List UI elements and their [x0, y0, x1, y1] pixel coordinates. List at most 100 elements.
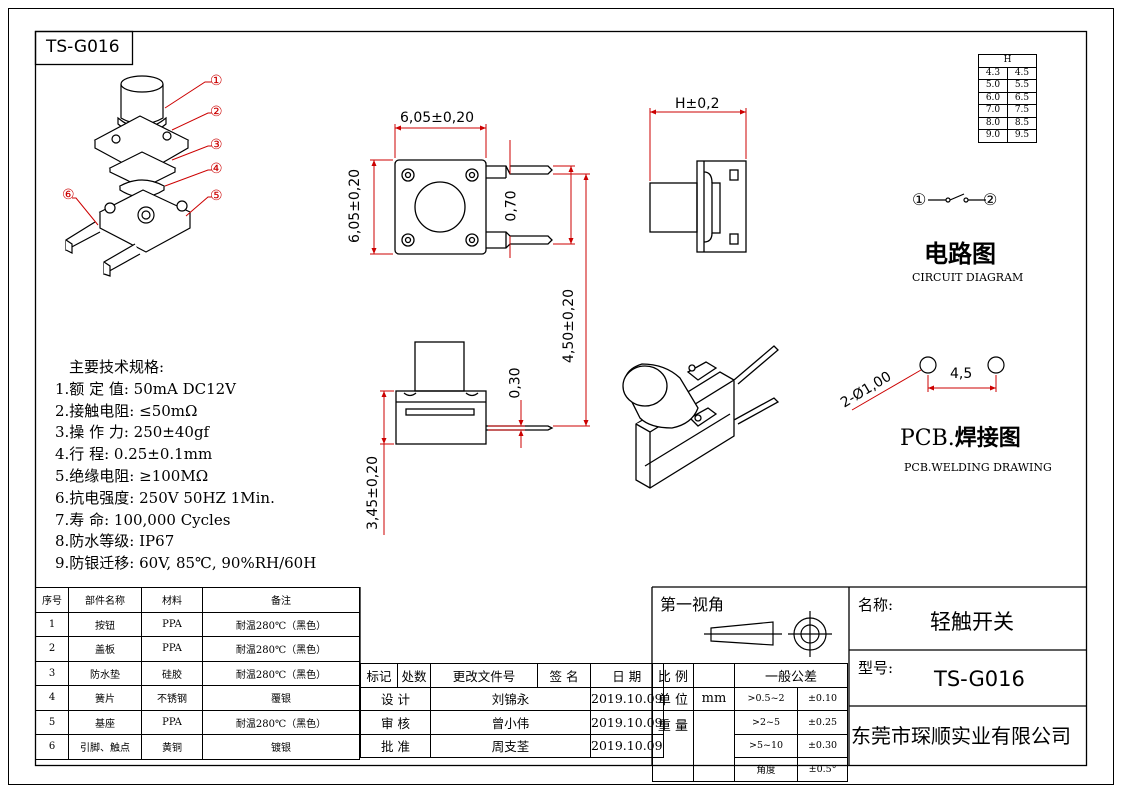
weight-value — [693, 710, 735, 782]
parts-cell: 1 — [35, 611, 69, 637]
rev-person: 周支荃 — [430, 733, 591, 758]
product-model-label: 型号: — [858, 659, 894, 677]
spec-list: 主要技术规格: 1.额 定 值: 50mA DC12V 2.接触电阻: ≤50m… — [55, 357, 316, 575]
parts-cell: 硅胶 — [141, 660, 203, 686]
isometric-view — [622, 345, 780, 489]
h-cell: 5.0 — [978, 79, 1008, 93]
dim-side-h: H±0,2 — [675, 96, 720, 112]
tol-value: ±0.30 — [797, 733, 848, 758]
circuit-pin-1: ① — [912, 190, 927, 209]
parts-cell: 耐温280℃（黑色） — [202, 709, 360, 735]
spec-title: 主要技术规格: — [69, 358, 165, 376]
unit-label: 单 位 — [652, 686, 694, 711]
rev-role: 审 核 — [360, 710, 431, 735]
circuit-title: 电路图 — [924, 239, 996, 268]
tolerance-table: 比 例 一般公差 单 位 mm >0.5~2 ±0.10 重 量 >2~5 ±0… — [652, 663, 848, 782]
spec-item: 2.接触电阻: ≤50mΩ — [55, 401, 198, 420]
general-tol-label: 一般公差 — [734, 663, 848, 688]
model-tag-box — [34, 30, 134, 66]
front-view — [395, 341, 554, 445]
rev-person: 曾小伟 — [430, 710, 591, 735]
h-cell: 4.5 — [1007, 66, 1037, 80]
dim-pin-length: 4,50±0,20 — [561, 288, 578, 364]
pcb-title: PCB.焊接图 — [900, 420, 1021, 452]
parts-cell: 按钮 — [68, 611, 142, 637]
h-cell: 8.0 — [978, 116, 1008, 130]
parts-header: 序号 — [35, 587, 69, 613]
parts-cell: 盖板 — [68, 636, 142, 662]
callout-3: ③ — [210, 137, 223, 153]
spec-item: 3.操 作 力: 250±40gf — [55, 423, 210, 442]
rev-date: 2019.10.09 — [590, 733, 664, 758]
parts-cell: 5 — [35, 709, 69, 735]
inner-frame — [34, 30, 1088, 767]
front-view-dims — [380, 390, 525, 535]
callout-2: ② — [210, 104, 223, 120]
rev-header: 签 名 — [537, 663, 591, 688]
parts-cell: 簧片 — [68, 685, 142, 711]
parts-cell: 3 — [35, 660, 69, 686]
scale-label: 比 例 — [652, 663, 694, 688]
product-model: TS-G016 — [934, 667, 1025, 691]
tol-range: >0.5~2 — [733, 686, 799, 711]
company-name: 东莞市琛顺实业有限公司 — [851, 724, 1071, 748]
parts-cell: PPA — [141, 709, 203, 735]
rev-person: 刘锦永 — [430, 686, 591, 711]
rev-header: 更改文件号 — [430, 663, 538, 688]
parts-cell: 黄铜 — [141, 734, 203, 760]
first-angle-symbol — [704, 611, 832, 657]
dim-width-top: 6,05±0,20 — [400, 110, 475, 126]
h-cell: 4.3 — [978, 66, 1008, 80]
spec-item: 4.行 程: 0.25±0.1mm — [55, 445, 213, 464]
circuit-diagram — [928, 193, 986, 203]
side-view-dims — [649, 108, 747, 181]
tol-range: >5~10 — [733, 733, 799, 758]
parts-cell: 防水垫 — [68, 660, 142, 686]
weight-label: 重 量 — [652, 710, 694, 782]
parts-cell: PPA — [141, 611, 203, 637]
rev-header: 标记 — [360, 663, 398, 688]
pcb-drawing — [919, 356, 1005, 374]
model-tag: TS-G016 — [46, 37, 120, 57]
tol-value: ±0.10 — [797, 686, 848, 711]
h-cell: 5.5 — [1007, 79, 1037, 93]
parts-cell: 耐温280℃（黑色） — [202, 611, 360, 637]
circuit-pin-2: ② — [983, 190, 998, 209]
parts-header: 材料 — [141, 587, 203, 613]
h-cell: 8.5 — [1007, 116, 1037, 130]
dim-body-h: 3,45±0,20 — [365, 455, 382, 531]
dim-pin-pitch: 0,70 — [503, 190, 520, 222]
tol-range: >2~5 — [733, 710, 799, 735]
projection-label: 第一视角 — [660, 595, 725, 614]
parts-cell: 耐温280℃（黑色） — [202, 636, 360, 662]
spec-item: 6.抗电强度: 250V 50HZ 1Min. — [55, 488, 275, 507]
parts-cell: 引脚、触点 — [68, 734, 142, 760]
front-view-arrows — [381, 391, 524, 444]
unit-value: mm — [693, 686, 735, 711]
circuit-subtitle: CIRCUIT DIAGRAM — [912, 271, 1024, 284]
h-cell: 6.0 — [978, 91, 1008, 105]
parts-header: 备注 — [202, 587, 360, 613]
scale-value — [693, 663, 735, 688]
parts-header: 部件名称 — [68, 587, 142, 613]
dim-hole-pitch: 4,5 — [950, 366, 973, 382]
dim-height-left: 6,05±0,20 — [347, 168, 364, 244]
spec-item: 1.额 定 值: 50mA DC12V — [55, 379, 237, 398]
pcb-title-cn: 焊接图 — [954, 425, 1021, 451]
h-cell: 6.5 — [1007, 91, 1037, 105]
callout-6: ⑥ — [62, 187, 75, 203]
parts-cell: 不锈钢 — [141, 685, 203, 711]
tol-value: ±0.25 — [797, 710, 848, 735]
spec-item: 5.绝缘电阻: ≥100MΩ — [55, 466, 209, 485]
parts-cell: 4 — [35, 685, 69, 711]
parts-cell: 覆银 — [202, 685, 360, 711]
h-cell: 9.0 — [978, 129, 1008, 143]
parts-cell: 6 — [35, 734, 69, 760]
h-cell: 9.5 — [1007, 129, 1037, 143]
outer-frame — [8, 8, 1114, 785]
rev-role: 批 准 — [360, 733, 431, 758]
